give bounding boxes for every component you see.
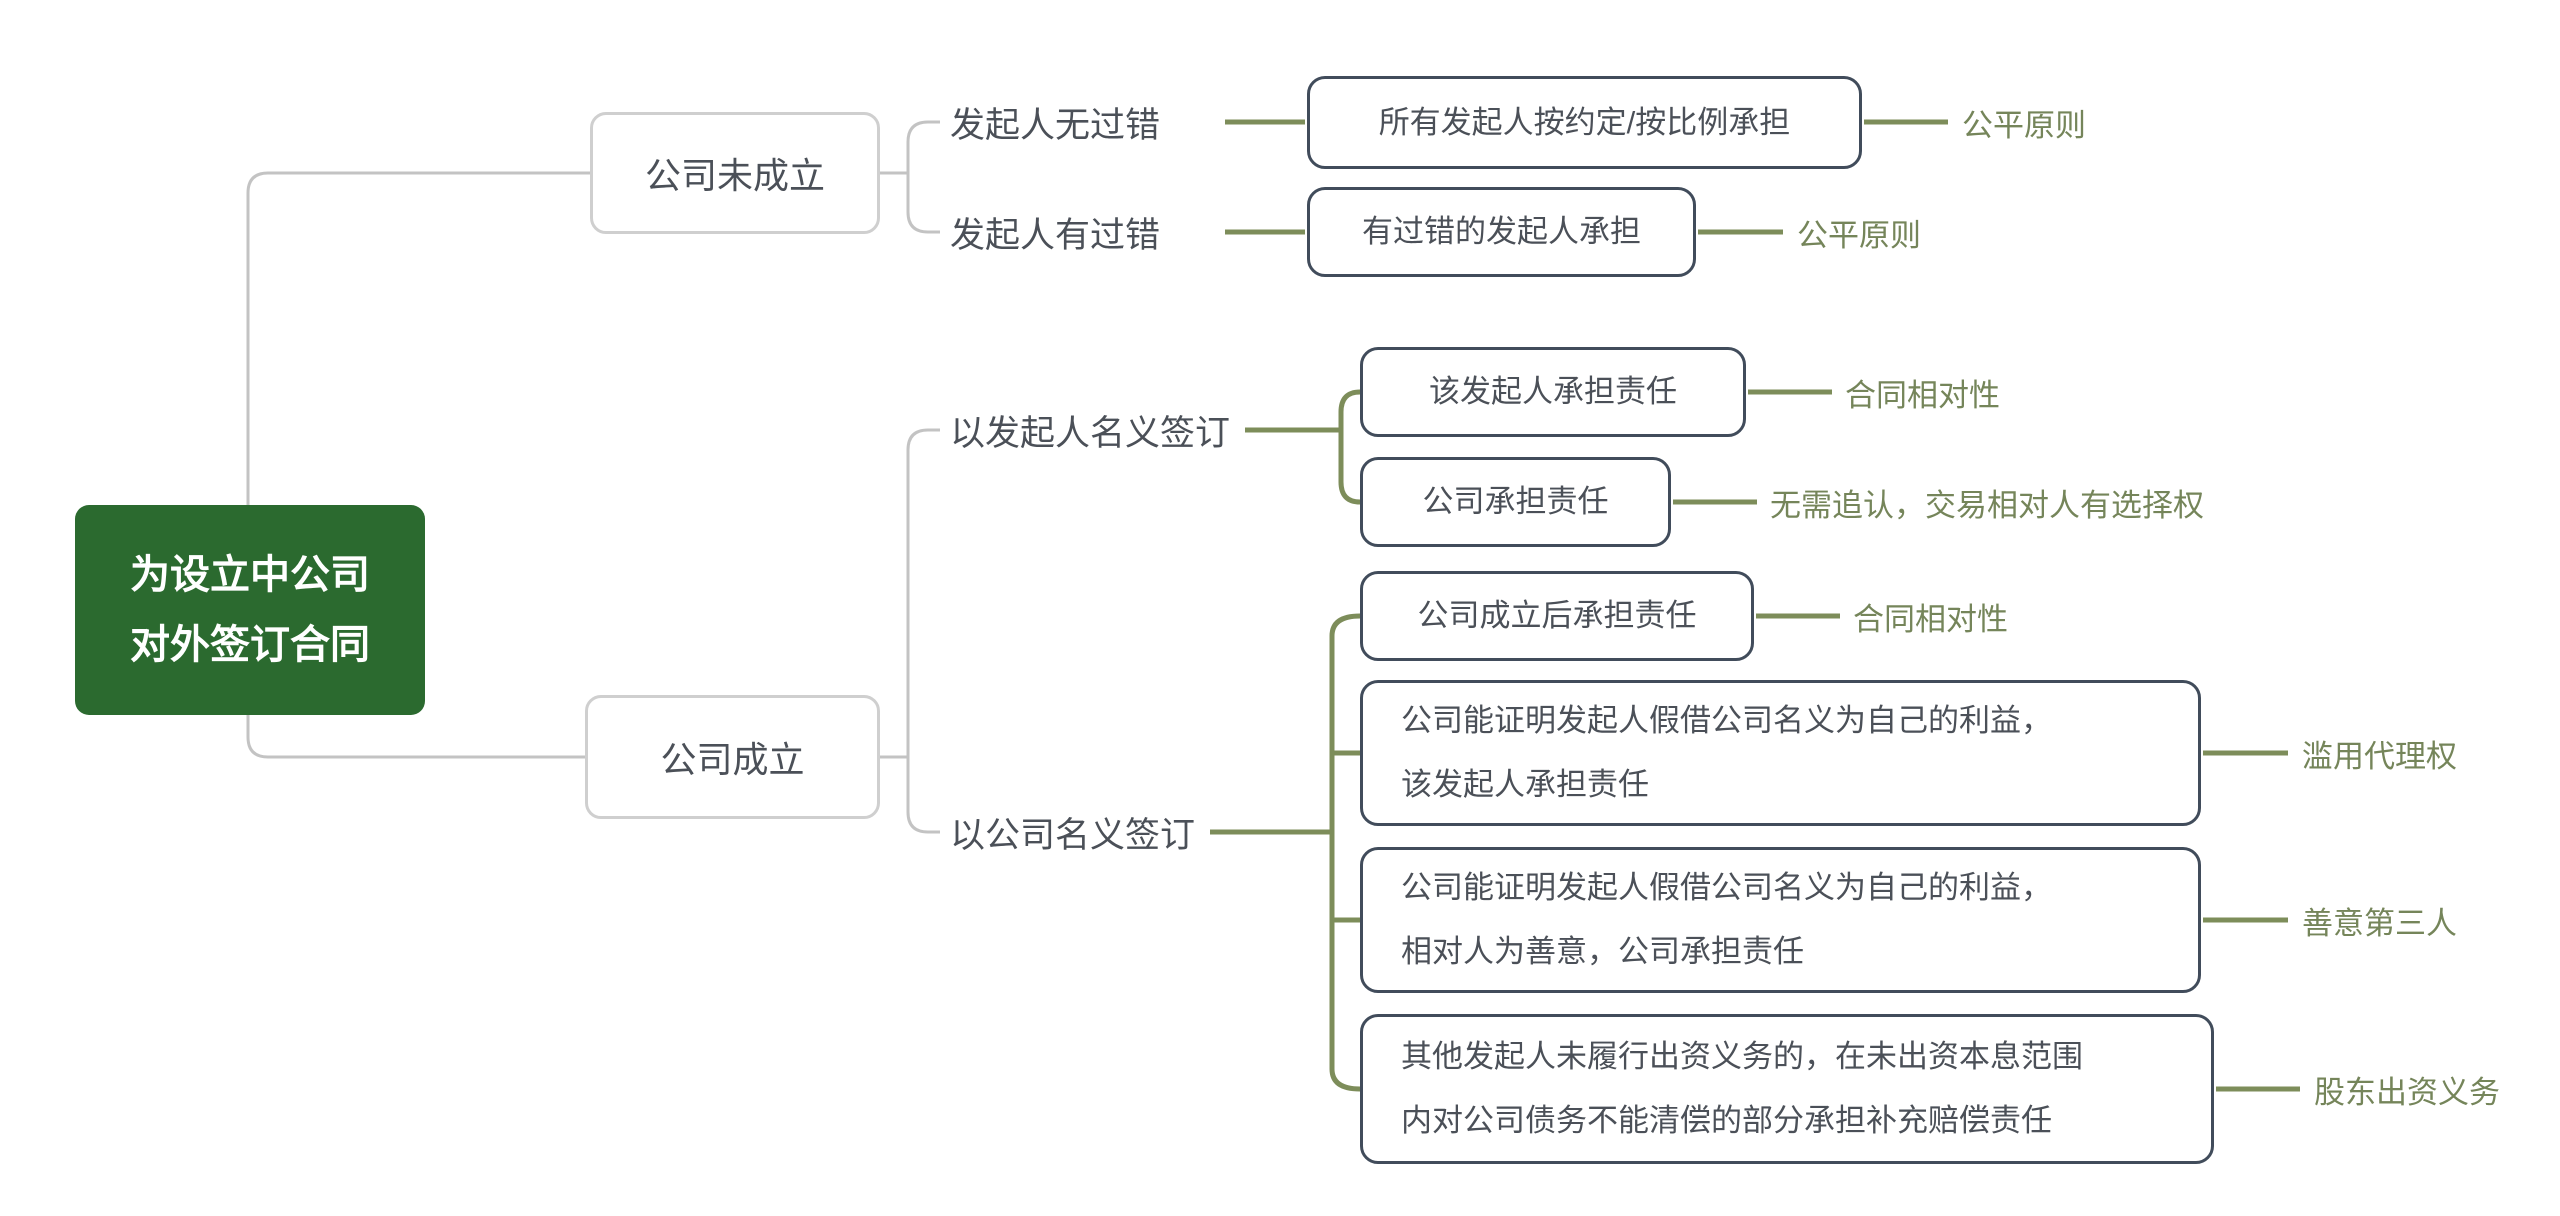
box-company-liable-after-establishment[interactable]: 公司成立后承担责任	[1360, 571, 1754, 661]
root-node-line1: 为设立中公司	[130, 553, 370, 597]
leaf-shareholder-capital-obligation[interactable]: 股东出资义务	[2314, 1064, 2500, 1114]
leaf-abuse-of-agency-label: 滥用代理权	[2302, 738, 2457, 774]
box-promoter-liable[interactable]: 该发起人承担责任	[1360, 347, 1746, 437]
node-signed-in-company-name[interactable]: 以公司名义签订	[950, 807, 1195, 857]
edge-company-name-bracket	[1329, 613, 1361, 1092]
leaf-fairness-principle-1-label: 公平原则	[1962, 107, 2086, 143]
root-node[interactable]: 为设立中公司 对外签订合同	[75, 505, 425, 715]
edge-root-to-not-established	[246, 171, 590, 505]
leaf-fairness-principle-2[interactable]: 公平原则	[1797, 207, 1921, 257]
leaf-shareholder-capital-obligation-label: 股东出资义务	[2314, 1074, 2500, 1110]
box-all-promoters-bear-text: 所有发起人按约定/按比例承担	[1378, 104, 1791, 140]
edge-not-established-bracket	[906, 120, 940, 234]
node-company-not-established[interactable]: 公司未成立	[590, 112, 880, 234]
leaf-contract-privity-1-label: 合同相对性	[1845, 377, 2000, 413]
box-promoter-misuse-company-liable-line1: 公司能证明发起人假借公司名义为自己的利益，	[1401, 870, 2052, 905]
leaf-abuse-of-agency[interactable]: 滥用代理权	[2302, 728, 2457, 778]
box-company-liable[interactable]: 公司承担责任	[1360, 457, 1671, 547]
box-unpaid-capital-supplementary-liability[interactable]: 其他发起人未履行出资义务的，在未出资本息范围 内对公司债务不能清偿的部分承担补充…	[1360, 1014, 2214, 1164]
leaf-fairness-principle-1[interactable]: 公平原则	[1962, 97, 2086, 147]
leaf-no-ratification-needed[interactable]: 无需追认，交易相对人有选择权	[1770, 477, 2204, 527]
edge-established-bracket	[906, 428, 940, 834]
box-unpaid-capital-supplementary-liability-line2: 内对公司债务不能清偿的部分承担补充赔偿责任	[1401, 1103, 2052, 1138]
box-promoter-liable-text: 该发起人承担责任	[1429, 374, 1677, 409]
box-promoter-misuse-company-liable-line2: 相对人为善意，公司承担责任	[1401, 934, 1804, 969]
box-promoter-misuse-promoter-liable-line1: 公司能证明发起人假借公司名义为自己的利益，	[1401, 703, 2052, 738]
leaf-no-ratification-needed-label: 无需追认，交易相对人有选择权	[1770, 487, 2204, 523]
leaf-fairness-principle-2-label: 公平原则	[1797, 217, 1921, 253]
leaf-good-faith-third-party[interactable]: 善意第三人	[2302, 895, 2457, 945]
leaf-good-faith-third-party-label: 善意第三人	[2302, 905, 2457, 941]
box-promoter-misuse-promoter-liable[interactable]: 公司能证明发起人假借公司名义为自己的利益， 该发起人承担责任	[1360, 680, 2201, 826]
box-promoter-misuse-promoter-liable-line2: 该发起人承担责任	[1401, 767, 1649, 802]
node-signed-in-promoter-name-label: 以发起人名义签订	[950, 413, 1231, 453]
box-company-liable-after-establishment-text: 公司成立后承担责任	[1417, 598, 1697, 633]
box-unpaid-capital-supplementary-liability-line1: 其他发起人未履行出资义务的，在未出资本息范围	[1401, 1039, 2083, 1074]
leaf-contract-privity-1[interactable]: 合同相对性	[1845, 367, 2000, 417]
edge-root-to-established	[246, 715, 585, 759]
box-all-promoters-bear[interactable]: 所有发起人按约定/按比例承担	[1307, 76, 1862, 169]
box-promoter-misuse-company-liable[interactable]: 公司能证明发起人假借公司名义为自己的利益， 相对人为善意，公司承担责任	[1360, 847, 2201, 993]
leaf-contract-privity-2-label: 合同相对性	[1853, 601, 2008, 637]
node-promoter-no-fault[interactable]: 发起人无过错	[950, 97, 1160, 147]
node-signed-in-promoter-name[interactable]: 以发起人名义签订	[950, 405, 1230, 455]
box-faulty-promoter-bears-text: 有过错的发起人承担	[1362, 214, 1641, 249]
node-company-not-established-label: 公司未成立	[644, 155, 825, 196]
box-faulty-promoter-bears[interactable]: 有过错的发起人承担	[1307, 187, 1696, 277]
edge-promoter-name-bracket	[1338, 389, 1361, 505]
box-company-liable-text: 公司承担责任	[1422, 484, 1609, 519]
root-node-line2: 对外签订合同	[130, 623, 370, 667]
node-company-established-label: 公司成立	[660, 739, 805, 780]
node-promoter-at-fault[interactable]: 发起人有过错	[950, 207, 1160, 257]
node-promoter-no-fault-label: 发起人无过错	[950, 105, 1161, 145]
node-company-established[interactable]: 公司成立	[585, 695, 880, 819]
leaf-contract-privity-2[interactable]: 合同相对性	[1853, 591, 2008, 641]
node-signed-in-company-name-label: 以公司名义签订	[950, 815, 1196, 855]
node-promoter-at-fault-label: 发起人有过错	[950, 215, 1161, 255]
